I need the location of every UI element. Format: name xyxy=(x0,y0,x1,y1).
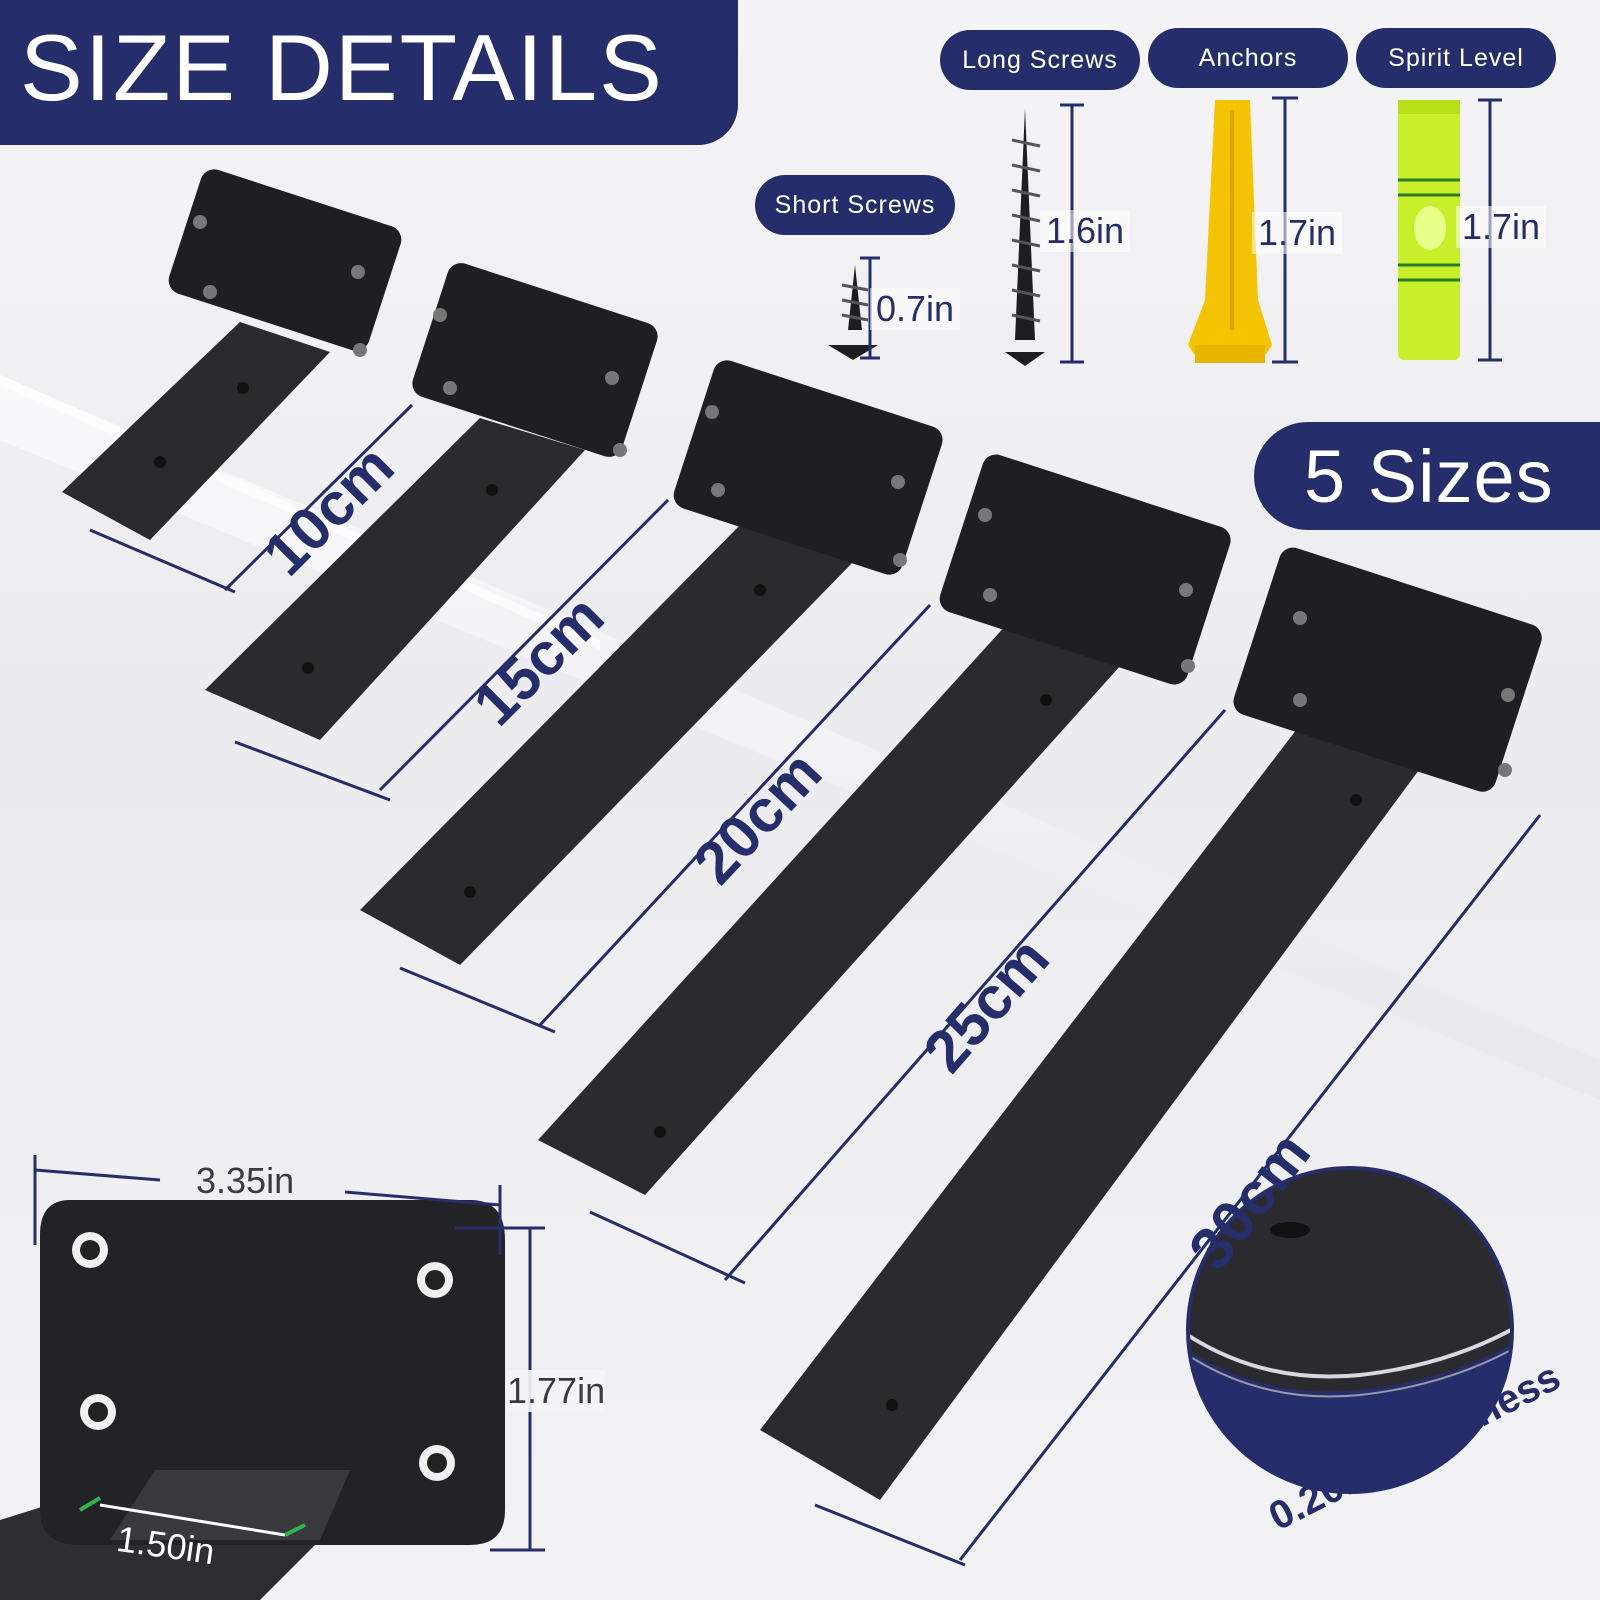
thickness-zoom xyxy=(1186,1166,1514,1494)
short-screw-icon xyxy=(828,265,878,360)
sizes-badge: 5 Sizes xyxy=(1254,422,1600,530)
page-title: SIZE DETAILS xyxy=(20,15,664,120)
anchor-size: 1.7in xyxy=(1252,212,1343,254)
bracket-20cm xyxy=(360,360,943,965)
header-banner: SIZE DETAILS xyxy=(0,0,738,145)
plate-width: 3.35in xyxy=(196,1160,295,1201)
plate-closeup xyxy=(0,1200,505,1600)
arm-width-arrow xyxy=(99,1503,286,1537)
anchors-label: Anchors xyxy=(1148,28,1348,88)
spirit-level-icon xyxy=(1398,100,1460,360)
bracket-10cm xyxy=(62,169,402,540)
length-arrows xyxy=(89,403,1542,1567)
spirit-level-size: 1.7in xyxy=(1456,206,1547,248)
anchor-icon xyxy=(1188,100,1272,363)
long-screw-size: 1.6in xyxy=(1040,210,1131,252)
bracket-15cm xyxy=(205,263,658,740)
sizes-badge-text: 5 Sizes xyxy=(1304,435,1554,518)
bracket-30cm xyxy=(760,547,1542,1500)
bracket-25cm xyxy=(538,454,1231,1195)
short-screws-label: Short Screws xyxy=(755,175,955,235)
long-screw-icon xyxy=(1005,108,1045,366)
long-screws-label: Long Screws xyxy=(940,30,1140,90)
plate-height: 1.77in xyxy=(507,1370,606,1412)
spirit-level-label: Spirit Level xyxy=(1356,28,1556,88)
short-screw-size: 0.7in xyxy=(870,288,961,330)
